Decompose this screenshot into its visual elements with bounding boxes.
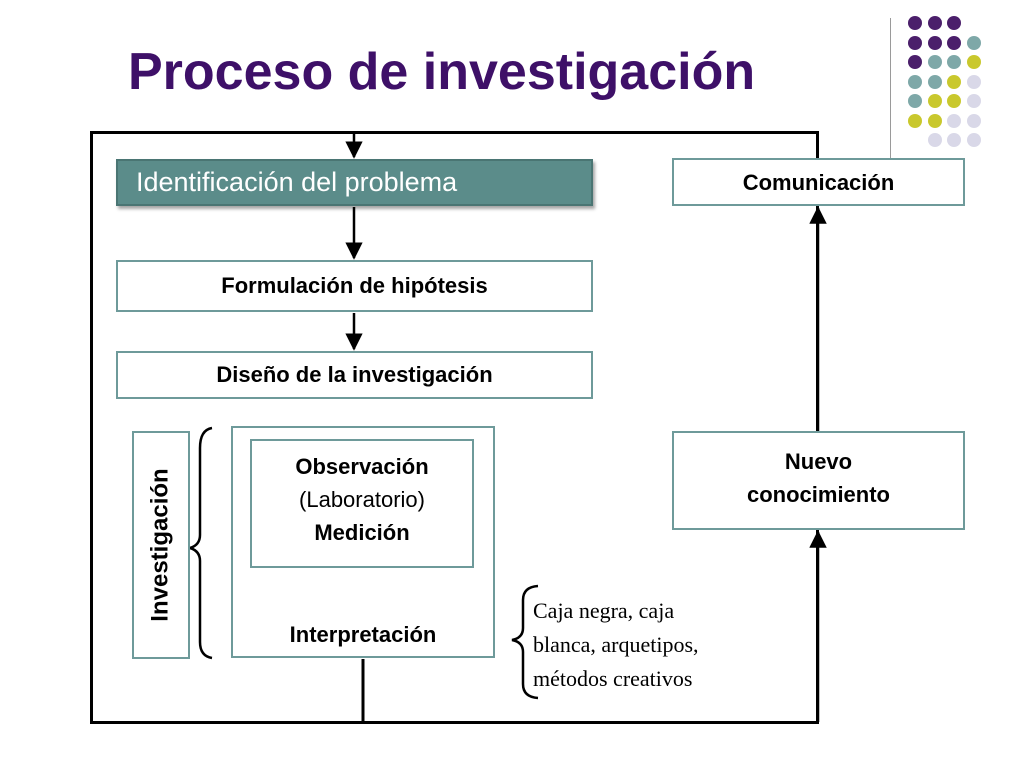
note-line-1: Caja negra, caja	[533, 598, 675, 623]
decorative-dot	[908, 16, 922, 30]
decorative-dot	[947, 16, 961, 30]
decorative-dot	[966, 74, 981, 89]
decorative-dot	[927, 133, 942, 147]
decorative-dot	[927, 74, 942, 89]
decorative-dot	[966, 35, 981, 50]
nuevo-label-line2: conocimiento	[746, 482, 890, 507]
note-line-3: métodos creativos	[533, 666, 693, 691]
slide-title: Proceso de investigación	[128, 43, 756, 101]
methods-note: Caja negra, caja blanca, arquetipos, mét…	[533, 594, 773, 696]
decorative-dot	[927, 35, 942, 50]
left-curly-brace	[185, 426, 213, 660]
medicion-label: Medición	[314, 520, 410, 545]
decorative-dot	[927, 55, 942, 69]
note-line-2: blanca, arquetipos,	[533, 632, 699, 657]
interpretacion-label: Interpretación	[289, 622, 437, 647]
diseno-box: Diseño de la investigación	[116, 351, 593, 399]
formulacion-box: Formulación de hipótesis	[116, 260, 593, 312]
decorative-dot	[927, 113, 942, 128]
decorative-dot	[908, 74, 922, 89]
decorative-dot	[908, 94, 922, 108]
decorative-dot	[908, 113, 922, 128]
diseno-label: Diseño de la investigación	[216, 362, 493, 387]
decorative-dot	[908, 55, 922, 69]
decorative-dot	[947, 35, 961, 50]
identificacion-box: Identificación del problema	[116, 159, 593, 206]
decorative-dot	[966, 55, 981, 69]
decorative-dot	[908, 35, 922, 50]
investigacion-box: Investigación	[132, 431, 190, 659]
comunicacion-box: Comunicación	[672, 158, 965, 206]
decorative-dot	[947, 133, 961, 147]
identificacion-label: Identificación del problema	[136, 167, 458, 197]
comunicacion-label: Comunicación	[742, 170, 895, 195]
decorative-dot	[947, 55, 961, 69]
investigacion-label: Investigación	[147, 468, 174, 622]
decorative-dot	[947, 113, 961, 128]
decorative-dot	[927, 94, 942, 108]
decorative-dot	[966, 113, 981, 128]
observacion-label: Observación	[295, 454, 429, 479]
decorative-divider	[890, 18, 891, 158]
nuevo-label-line1: Nuevo	[784, 449, 853, 474]
decorative-dot	[966, 133, 981, 147]
laboratorio-label: (Laboratorio)	[299, 487, 425, 512]
observacion-box: Observación (Laboratorio) Medición	[250, 439, 474, 568]
decorative-dot	[927, 16, 942, 30]
decorative-dot	[947, 74, 961, 89]
decorative-dot	[966, 94, 981, 108]
formulacion-label: Formulación de hipótesis	[221, 273, 488, 298]
nuevo-conocimiento-box: Nuevo conocimiento	[672, 431, 965, 530]
decorative-dot	[947, 94, 961, 108]
note-curly-brace	[511, 584, 539, 700]
